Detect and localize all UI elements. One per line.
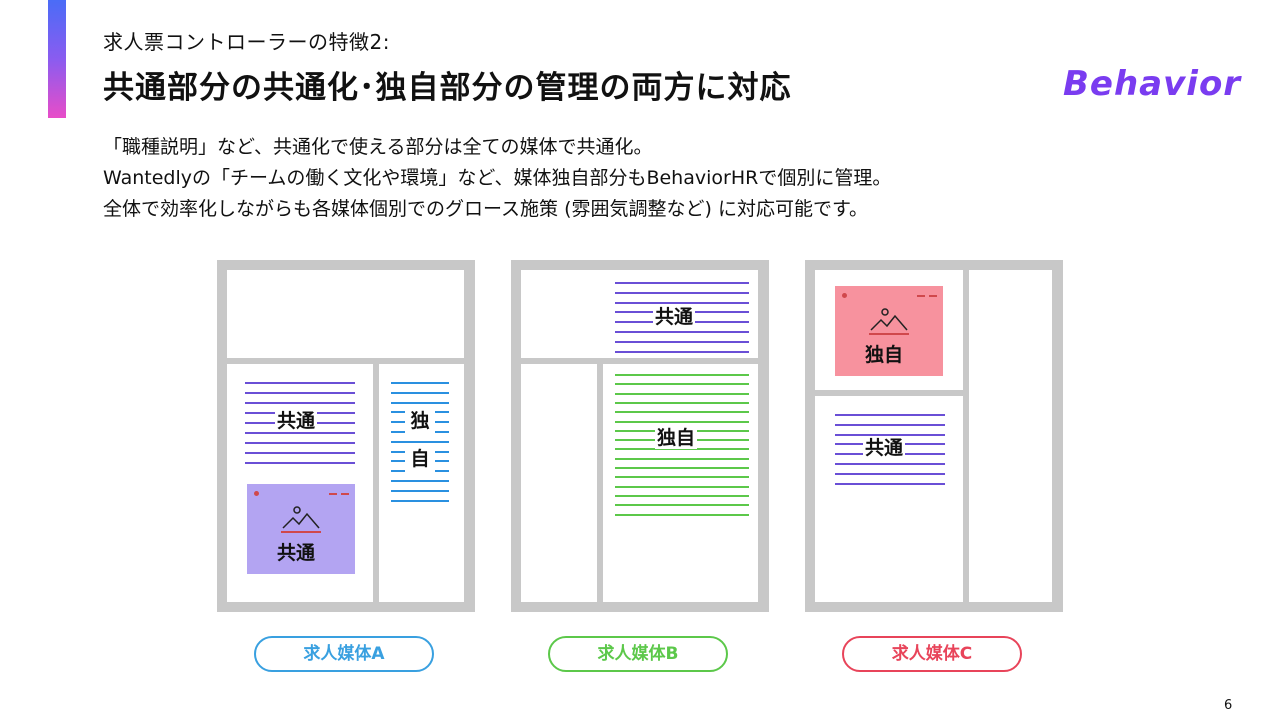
text-line bbox=[615, 513, 749, 516]
text-line bbox=[615, 494, 749, 497]
text-line bbox=[615, 448, 749, 451]
text-line bbox=[615, 457, 749, 460]
media-a-common-label: 共通 bbox=[275, 410, 318, 432]
text-line bbox=[245, 462, 355, 464]
text-line bbox=[835, 472, 945, 475]
text-line bbox=[245, 392, 355, 394]
text-line bbox=[615, 340, 749, 343]
media-a-frame: 共通 独 自 共通 bbox=[217, 260, 475, 612]
text-line bbox=[615, 476, 749, 479]
text-line bbox=[835, 482, 945, 485]
media-b-unique-label: 独自 bbox=[655, 427, 698, 449]
media-c-main-pane bbox=[815, 396, 963, 602]
text-line bbox=[615, 374, 749, 376]
media-a-header-pane bbox=[227, 270, 464, 358]
text-line bbox=[245, 432, 355, 434]
media-a-unique-label-top: 独 bbox=[405, 406, 435, 436]
text-line bbox=[615, 383, 749, 386]
description-line-1: 「職種説明」など、共通化で使える部分は全ての媒体で共通化。 bbox=[103, 136, 653, 158]
page-title: 共通部分の共通化･独自部分の管理の両方に対応 bbox=[103, 70, 792, 106]
media-a-pill: 求人媒体A bbox=[254, 636, 434, 672]
text-line bbox=[835, 463, 945, 465]
text-line bbox=[391, 440, 449, 443]
behavior-logo: Behavior bbox=[1063, 64, 1242, 104]
text-line bbox=[615, 411, 749, 414]
text-line bbox=[615, 291, 749, 294]
text-line bbox=[615, 401, 749, 404]
media-c-unique-image-card: 独自 bbox=[835, 286, 943, 376]
text-line bbox=[615, 392, 749, 395]
text-line bbox=[835, 423, 945, 426]
media-b-pill: 求人媒体B bbox=[548, 636, 728, 672]
text-line bbox=[391, 480, 449, 482]
text-line bbox=[391, 391, 449, 394]
media-a-unique-text-block bbox=[391, 382, 449, 502]
text-line bbox=[615, 467, 749, 469]
description: 「職種説明」など、共通化で使える部分は全ての媒体で共通化。 Wantedlyの「… bbox=[103, 132, 891, 225]
media-b-common-label: 共通 bbox=[653, 306, 696, 328]
media-c-image-label: 独自 bbox=[865, 344, 904, 366]
page-subtitle: 求人票コントローラーの特徴2: bbox=[103, 30, 390, 54]
text-line bbox=[615, 504, 749, 507]
media-a-side-pane bbox=[379, 364, 464, 602]
text-line bbox=[245, 442, 355, 444]
media-b-side-pane bbox=[521, 364, 597, 602]
text-line bbox=[245, 382, 355, 384]
text-line bbox=[391, 382, 449, 384]
media-b-header-pane bbox=[521, 270, 758, 358]
text-line bbox=[615, 301, 749, 304]
text-line bbox=[615, 350, 749, 353]
page-number: 6 bbox=[1224, 698, 1233, 713]
accent-bar bbox=[48, 0, 66, 118]
text-line bbox=[615, 485, 749, 488]
text-line bbox=[391, 489, 449, 492]
text-line bbox=[245, 452, 355, 454]
media-b-frame: 共通 独自 bbox=[511, 260, 769, 612]
text-line bbox=[615, 282, 749, 284]
text-line bbox=[615, 420, 749, 423]
image-placeholder-icon bbox=[281, 506, 321, 533]
media-c-side-pane bbox=[969, 270, 1052, 602]
text-line bbox=[835, 433, 945, 436]
media-c-pill: 求人媒体C bbox=[842, 636, 1022, 672]
image-placeholder-icon bbox=[869, 308, 909, 335]
text-line bbox=[245, 402, 355, 404]
text-line bbox=[391, 499, 449, 502]
text-line bbox=[391, 401, 449, 404]
media-a-image-label: 共通 bbox=[277, 542, 316, 564]
media-c-frame: 独自 共通 bbox=[805, 260, 1063, 612]
media-a-unique-label-bottom: 自 bbox=[405, 444, 435, 474]
media-c-common-label: 共通 bbox=[863, 437, 906, 459]
media-a-common-image-card: 共通 bbox=[247, 484, 355, 574]
description-line-3: 全体で効率化しながらも各媒体個別でのグロース施策 (雰囲気調整など) に対応可能… bbox=[103, 198, 869, 220]
description-line-2: Wantedlyの「チームの働く文化や環境」など、媒体独自部分もBehavior… bbox=[103, 167, 892, 189]
text-line bbox=[615, 331, 749, 333]
text-line bbox=[835, 414, 945, 416]
